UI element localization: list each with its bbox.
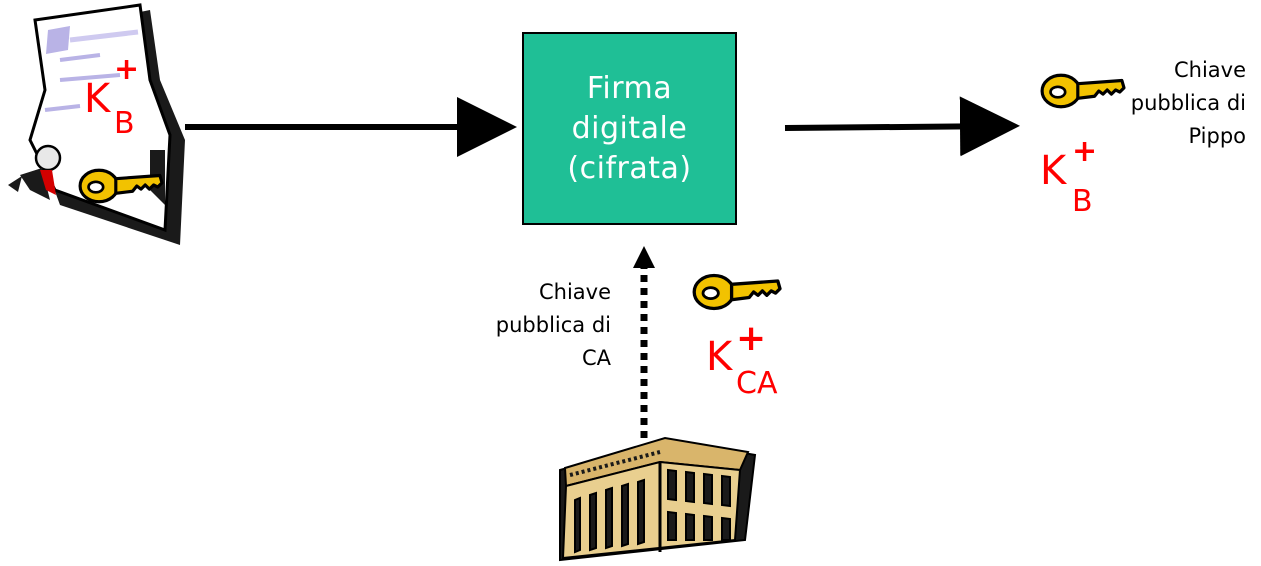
arrow-ca-to-box-head [633, 246, 655, 268]
box-line-1: Firma [586, 70, 673, 106]
output-key-sup: + [1072, 134, 1098, 169]
output-key-letter: K [1040, 148, 1067, 194]
box-line-2: digitale [571, 110, 688, 146]
ca-key-sup: + [736, 318, 767, 359]
cert-key-sup: + [114, 52, 140, 87]
output-key-sub: B [1072, 184, 1093, 219]
ca-caption-line-3: CA [581, 346, 611, 370]
output-key-label: K + B [1040, 134, 1120, 238]
ca-caption: Chiave pubblica di CA [496, 276, 611, 375]
key-icon [1040, 73, 1126, 109]
ca-key-sub: CA [736, 366, 778, 401]
output-caption-line-3: Pippo [1188, 124, 1246, 148]
cert-key-label: K + B [84, 52, 164, 166]
output-caption: Chiave pubblica di Pippo [1131, 54, 1246, 153]
arrow-box-to-output [784, 96, 1020, 157]
ca-caption-line-1: Chiave [538, 280, 611, 304]
certificate-icon [8, 3, 185, 245]
cert-key-letter: K [84, 76, 111, 122]
ca-building-icon [559, 436, 757, 562]
ca-caption-line-2: pubblica di [495, 313, 611, 337]
output-caption-line-1: Chiave [1173, 58, 1246, 82]
ca-key-label: K + CA [706, 318, 806, 414]
ca-key-letter: K [706, 334, 733, 380]
box-line-3: (cifrata) [567, 150, 692, 186]
digital-signature-box: Firma digitale (cifrata) [522, 32, 737, 225]
cert-key-sub: B [114, 106, 135, 141]
output-caption-line-2: pubblica di [1130, 91, 1246, 115]
key-icon [692, 273, 782, 311]
